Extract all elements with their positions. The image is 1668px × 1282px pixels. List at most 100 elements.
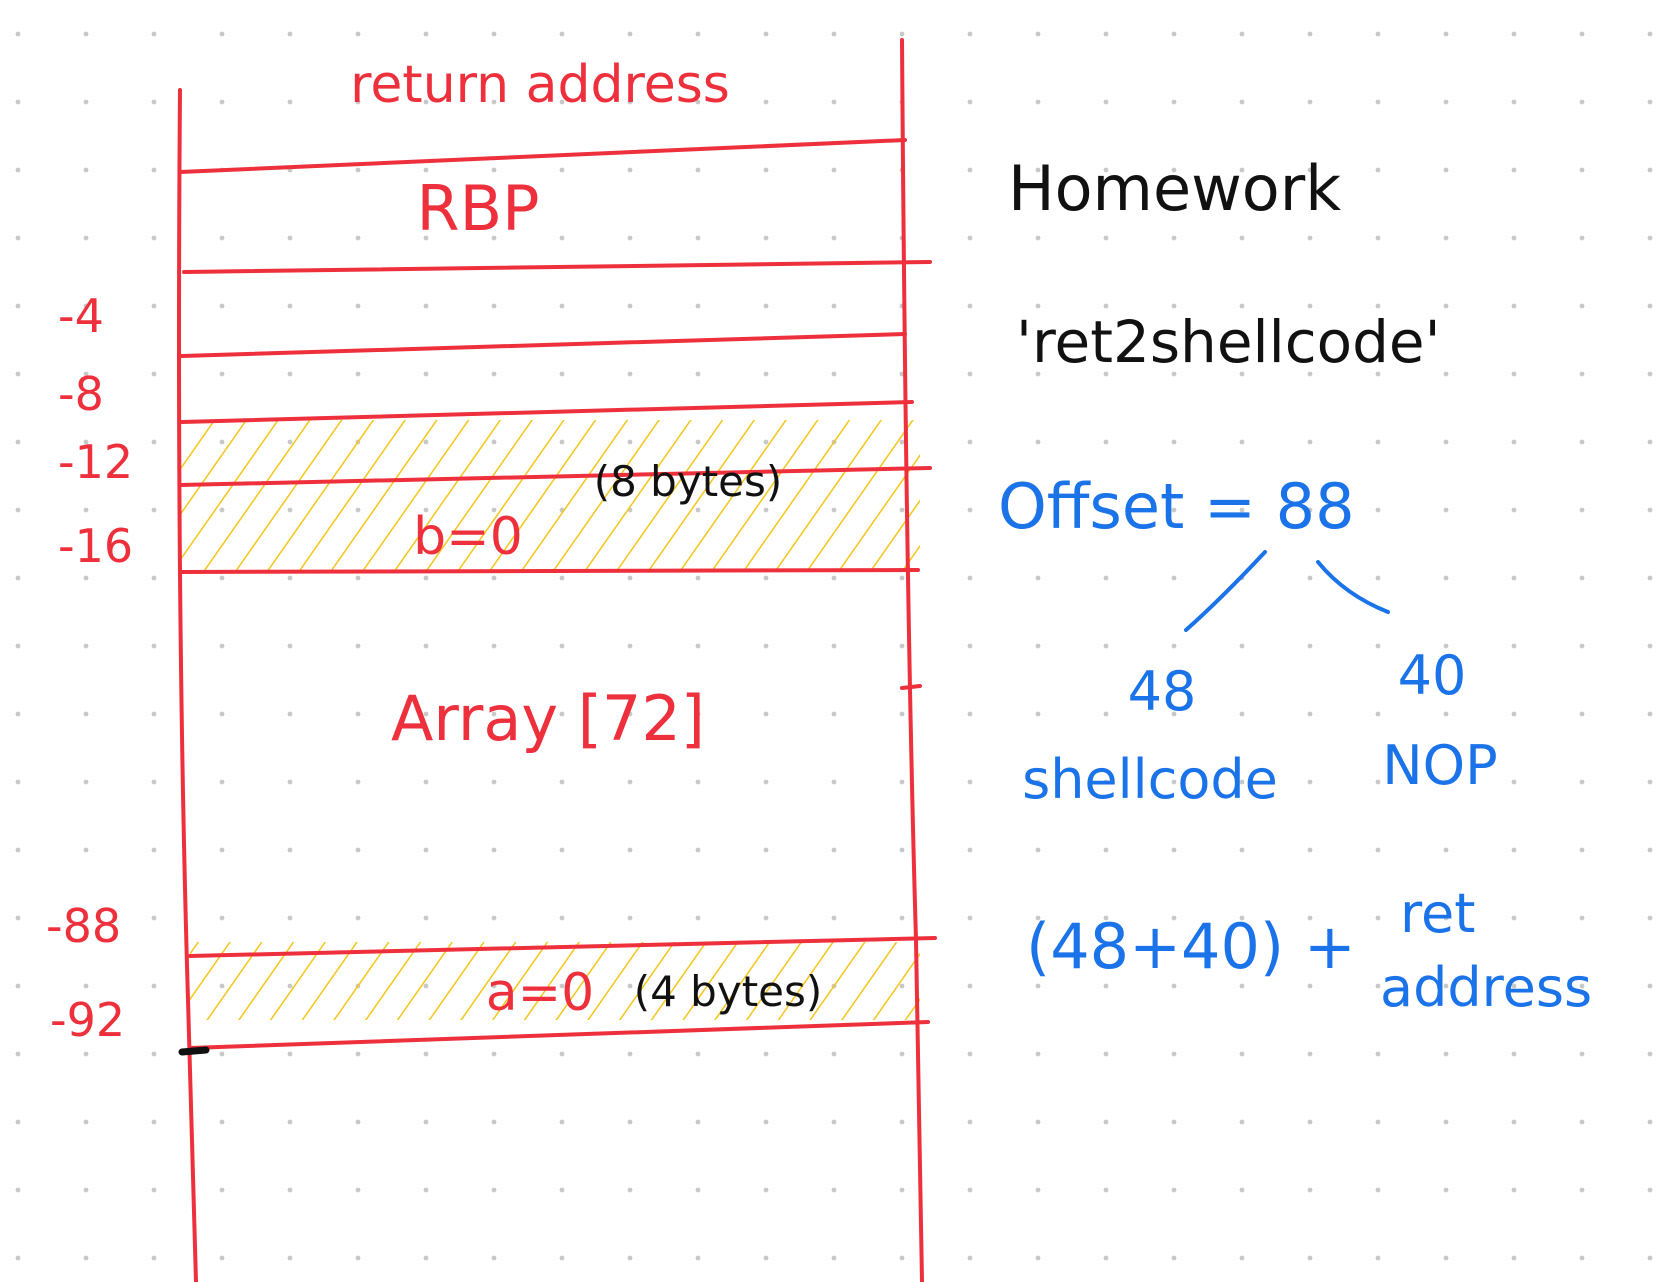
- grid-dot: [15, 235, 21, 241]
- grid-dot: [763, 643, 769, 649]
- grid-dot: [1103, 1119, 1109, 1125]
- grid-dot: [967, 99, 973, 105]
- grid-dot: [151, 1051, 157, 1057]
- grid-dot: [1443, 99, 1449, 105]
- grid-dot: [1511, 31, 1517, 37]
- grid-dot: [287, 575, 293, 581]
- grid-dot: [423, 303, 429, 309]
- grid-dot: [1511, 1119, 1517, 1125]
- grid-dot: [355, 779, 361, 785]
- grid-dot: [1239, 235, 1245, 241]
- grid-dot: [831, 99, 837, 105]
- grid-dot: [151, 167, 157, 173]
- grid-dot: [763, 711, 769, 717]
- grid-dot: [219, 1051, 225, 1057]
- grid-dot: [1579, 371, 1585, 377]
- grid-dot: [1035, 1051, 1041, 1057]
- grid-dot: [695, 31, 701, 37]
- grid-dot: [1443, 31, 1449, 37]
- grid-dot: [15, 575, 21, 581]
- grid-dot: [219, 303, 225, 309]
- grid-dot: [763, 1187, 769, 1193]
- grid-dot: [1647, 31, 1653, 37]
- grid-dot: [219, 779, 225, 785]
- branch-right: [1316, 560, 1390, 614]
- grid-dot: [423, 847, 429, 853]
- grid-dot: [899, 31, 905, 37]
- grid-dot: [627, 575, 633, 581]
- grid-dot: [627, 1187, 633, 1193]
- stack-right-wall: [900, 38, 924, 1282]
- grid-dot: [1647, 507, 1653, 513]
- grid-dot: [695, 1187, 701, 1193]
- grid-dot: [1035, 1255, 1041, 1261]
- grid-dot: [1443, 167, 1449, 173]
- grid-dot: [1647, 915, 1653, 921]
- grid-dot: [83, 983, 89, 989]
- grid-dot: [967, 31, 973, 37]
- grid-dot: [1103, 99, 1109, 105]
- grid-dot: [1171, 779, 1177, 785]
- grid-dot: [627, 31, 633, 37]
- grid-dot: [627, 1255, 633, 1261]
- grid-dot: [967, 235, 973, 241]
- grid-dot: [1579, 847, 1585, 853]
- grid-dot: [1103, 1255, 1109, 1261]
- b-variable-hatch: [180, 420, 920, 570]
- grid-dot: [491, 371, 497, 377]
- grid-dot: [1443, 643, 1449, 649]
- grid-dot: [1307, 507, 1313, 513]
- stack-left-wall: [177, 88, 198, 1282]
- grid-dot: [831, 1051, 837, 1057]
- grid-dot: [1647, 711, 1653, 717]
- grid-dot: [627, 303, 633, 309]
- grid-dot: [287, 1255, 293, 1261]
- grid-dot: [559, 915, 565, 921]
- grid-dot: [355, 303, 361, 309]
- grid-dot: [1103, 1187, 1109, 1193]
- offset-split-branches: [1184, 550, 1390, 632]
- grid-dot: [559, 1255, 565, 1261]
- grid-dot: [151, 303, 157, 309]
- grid-dot: [491, 643, 497, 649]
- stack-line-minus-12: [178, 466, 932, 487]
- grid-dot: [1171, 1255, 1177, 1261]
- grid-dot: [831, 915, 837, 921]
- grid-dot: [287, 31, 293, 37]
- grid-dot: [763, 1255, 769, 1261]
- grid-dot: [1171, 915, 1177, 921]
- grid-dot: [627, 711, 633, 717]
- grid-dot: [1579, 303, 1585, 309]
- grid-dot: [423, 235, 429, 241]
- grid-dot: [1579, 99, 1585, 105]
- grid-dot: [15, 1255, 21, 1261]
- grid-dot: [831, 643, 837, 649]
- grid-dot: [423, 1051, 429, 1057]
- grid-dot: [627, 779, 633, 785]
- grid-dot: [1647, 1051, 1653, 1057]
- grid-dot: [287, 1051, 293, 1057]
- grid-dot: [287, 779, 293, 785]
- grid-dot: [967, 167, 973, 173]
- grid-dot: [695, 1051, 701, 1057]
- grid-dot: [627, 99, 633, 105]
- grid-dot: [1171, 1051, 1177, 1057]
- grid-dot: [355, 643, 361, 649]
- grid-dot: [15, 1187, 21, 1193]
- grid-dot: [559, 303, 565, 309]
- grid-dot: [1375, 371, 1381, 377]
- grid-dot: [559, 575, 565, 581]
- grid-dot: [83, 31, 89, 37]
- grid-dot: [83, 643, 89, 649]
- grid-dot: [1647, 847, 1653, 853]
- grid-dot: [1647, 167, 1653, 173]
- grid-dot: [83, 507, 89, 513]
- grid-dot: [559, 1051, 565, 1057]
- grid-dot: [763, 1051, 769, 1057]
- grid-dot: [627, 235, 633, 241]
- grid-dot: [15, 31, 21, 37]
- grid-dot: [967, 1119, 973, 1125]
- grid-dot: [83, 711, 89, 717]
- grid-dot: [1511, 439, 1517, 445]
